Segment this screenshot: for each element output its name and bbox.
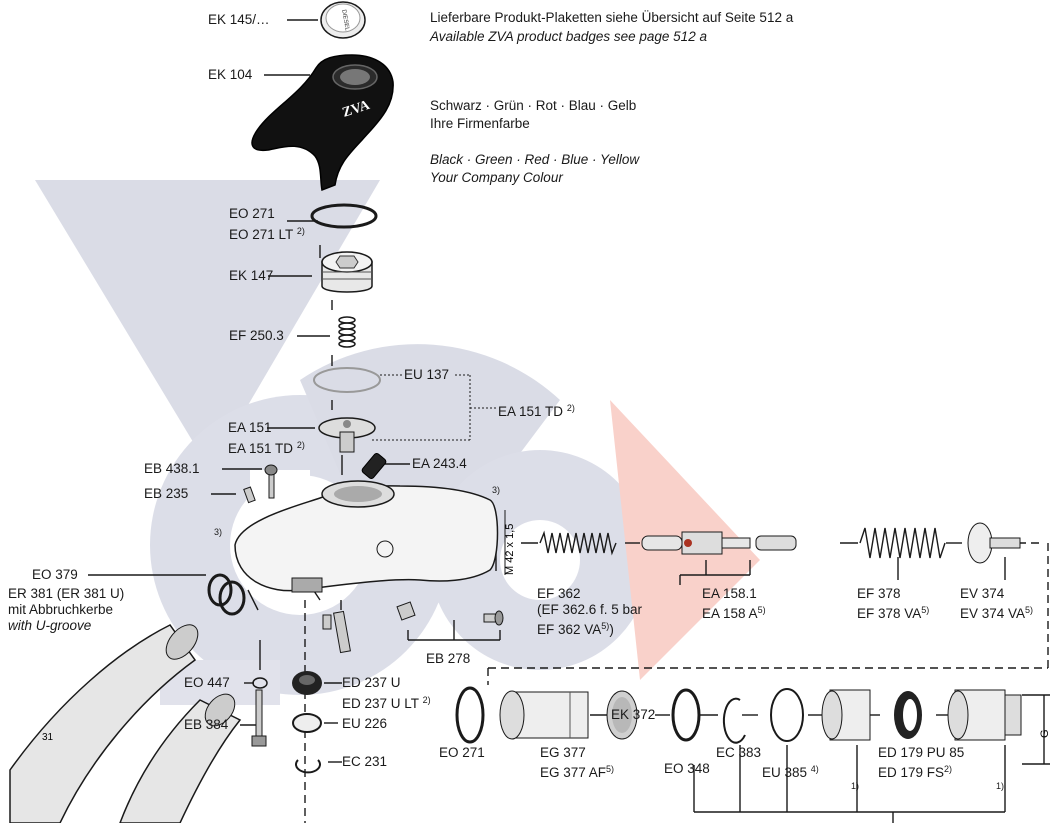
label-ea151: EA 151 — [228, 420, 272, 435]
washer-eu226 — [292, 713, 322, 733]
spout-tube-lower — [119, 693, 242, 823]
label-ef378: EF 378 — [857, 586, 901, 601]
dashed-leaders — [304, 543, 1049, 823]
label-ek145: EK 145/… — [208, 12, 270, 27]
oring-eo271-bottom — [455, 686, 485, 744]
label-ef250: EF 250.3 — [229, 328, 284, 343]
spring-ef250 — [338, 316, 356, 348]
label-ed179pu: ED 179 PU 85 — [878, 745, 965, 760]
seal-ed179 — [894, 691, 922, 739]
note-colours-en-2: Your Company Colour — [430, 170, 563, 185]
seal-ed237u — [292, 671, 322, 695]
ring-eu385 — [770, 688, 804, 742]
label-ed237ult: ED 237 U LT 2) — [342, 695, 431, 711]
note-badges-en: Available ZVA product badges see page 51… — [430, 29, 707, 44]
pin-eb235 — [243, 486, 256, 504]
clip-ec383 — [722, 697, 746, 744]
pin-eb384 — [251, 689, 267, 747]
label-ef362: EF 362 — [537, 586, 581, 601]
valve-ea1581 — [641, 531, 797, 555]
label-eu137: EU 137 — [404, 367, 450, 382]
spout-er381 — [9, 624, 199, 823]
label-ek104: EK 104 — [208, 67, 253, 82]
label-ek372: EK 372 — [611, 707, 656, 722]
housing-eg377 — [499, 690, 589, 740]
label-eo271a: EO 271 — [229, 206, 275, 221]
footnote-3-top: 3) — [492, 485, 501, 495]
label-ek147: EK 147 — [229, 268, 274, 283]
label-eb4381: EB 438.1 — [144, 461, 200, 476]
label-ef362-b: (EF 362.6 f. 5 bar — [537, 602, 643, 617]
oring-eo379-b — [218, 580, 246, 616]
svg-text:DIESEL: DIESEL — [340, 9, 350, 32]
label-eb384: EB 384 — [184, 717, 229, 732]
thread-label: M 42 x 1,5 — [504, 524, 516, 575]
label-eo271b: EO 271 — [439, 745, 485, 760]
watermark — [35, 180, 760, 705]
label-ed179fs: ED 179 FS2) — [878, 764, 953, 780]
plug-ek147 — [321, 251, 373, 293]
pin-small — [322, 614, 332, 630]
dim-label: 31 — [42, 732, 54, 743]
label-eo379: EO 379 — [32, 567, 78, 582]
valve-ev374 — [967, 522, 1021, 564]
tube-part — [333, 610, 351, 654]
label-ef378va: EF 378 VA5) — [857, 605, 930, 621]
label-ev374: EV 374 — [960, 586, 1005, 601]
badge-ek145: DIESEL — [320, 1, 366, 39]
filter-ek372 — [606, 690, 638, 740]
label-ea151td-right: EA 151 TD 2) — [498, 403, 575, 419]
clip-ec231 — [295, 759, 321, 774]
oring-eo447 — [252, 677, 268, 689]
cap-ek104: ZVA — [251, 54, 394, 192]
label-ec231: EC 231 — [342, 754, 388, 769]
label-ea151td: EA 151 TD 2) — [228, 440, 305, 456]
note-colours-de-1: Schwarz · Grün · Rot · Blau · Gelb — [430, 98, 637, 113]
note-badges-de: Lieferbare Produkt-Plaketten siehe Übers… — [430, 10, 794, 25]
note-colours-en-1: Black · Green · Red · Blue · Yellow — [430, 152, 640, 167]
footnote-3-left: 3) — [214, 527, 223, 537]
label-eu226: EU 226 — [342, 716, 388, 731]
screw-eb278-b — [483, 610, 504, 626]
label-ed237u: ED 237 U — [342, 675, 401, 690]
note-colours-de-2: Ihre Firmenfarbe — [430, 116, 530, 131]
label-er381: ER 381 (ER 381 U) — [8, 586, 125, 601]
label-ec383: EC 383 — [716, 745, 762, 760]
label-eo348: EO 348 — [664, 761, 710, 776]
label-ef362-c: EF 362 VA5)) — [537, 621, 614, 637]
label-er381-b: mit Abbruchkerbe — [8, 602, 114, 617]
connector-1 — [821, 689, 871, 741]
label-ea1581: EA 158.1 — [702, 586, 757, 601]
oring-eo271-top — [310, 203, 378, 229]
label-ev374va: EV 374 VA5) — [960, 605, 1034, 621]
label-eg377af: EG 377 AF5) — [540, 764, 615, 780]
oring-eo348 — [671, 688, 701, 742]
dotted-leaders — [372, 374, 496, 441]
valve-ea151 — [318, 417, 376, 453]
footnote-1-a: 1) — [851, 781, 860, 791]
body-housing — [234, 480, 499, 593]
label-eb235: EB 235 — [144, 486, 189, 501]
label-eu385: EU 385 4) — [762, 764, 819, 780]
nozzle-ea2434 — [361, 453, 387, 479]
spring-ef362 — [539, 530, 617, 556]
label-eg377: EG 377 — [540, 745, 586, 760]
screw-eb278-a — [396, 601, 416, 621]
g-label: G — [1039, 729, 1051, 738]
spring-ef378 — [859, 527, 946, 559]
label-er381-c: with U-groove — [8, 618, 92, 633]
pin-eb4381 — [264, 464, 278, 499]
connector-2 — [947, 689, 1022, 741]
label-eo271lt: EO 271 LT 2) — [229, 226, 305, 242]
label-eo447: EO 447 — [184, 675, 230, 690]
label-ea2434: EA 243.4 — [412, 456, 467, 471]
label-eb278: EB 278 — [426, 651, 471, 666]
footnote-1-b: 1) — [996, 781, 1005, 791]
label-ea158a: EA 158 A5) — [702, 605, 766, 621]
ring-eu137 — [313, 367, 381, 393]
